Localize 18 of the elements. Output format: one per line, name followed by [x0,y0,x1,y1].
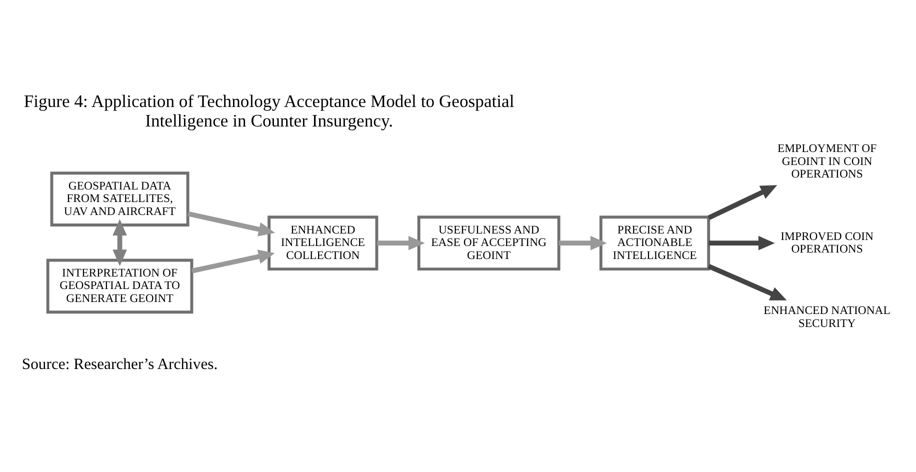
arrow [377,236,425,250]
node-text: ENHANCED NATIONAL SECURITY [764,304,890,330]
arrow [708,264,787,300]
node-box: INTERPRETATION OF GEOSPATIAL DATA TO GENERATE GEOINT [46,258,194,314]
diagram-title: Figure 4: Application of Technology Acceptance Model to Geospatial Intelligence in Counter Insurgency. [24,90,514,131]
node-box: PRECISE AND ACTIONABLE INTELLIGENCE [599,216,710,270]
arrow [112,219,127,266]
arrow [558,236,607,250]
node-box: GEOSPATIAL DATA FROM SATELLITES, UAV AND AIRCRAFT [50,172,190,226]
node-text: EMPLOYMENT OF GEOINT IN COIN OPERATIONS [777,142,877,181]
node-box: ENHANCED INTELLIGENCE COLLECTION [268,216,378,270]
caption: Source: Researcher’s Archives. [22,356,218,374]
arrow [708,185,778,220]
arrow [191,250,275,274]
node-text: IMPROVED COIN OPERATIONS [780,230,874,256]
arrow [188,211,276,236]
arrow [708,236,775,250]
node-box: USEFULNESS AND EASE OF ACCEPTING GEOINT [417,216,560,270]
